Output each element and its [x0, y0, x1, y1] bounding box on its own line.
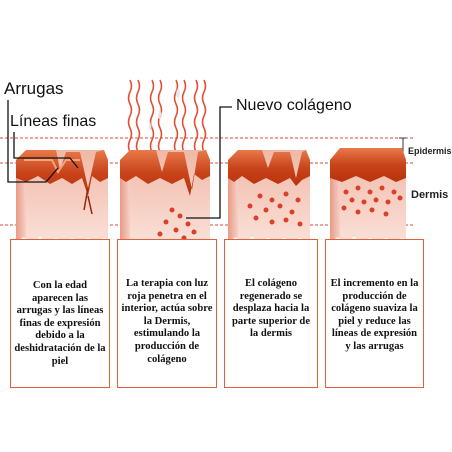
label-wrinkles: Arrugas [4, 79, 64, 98]
caption-step-4: El incremento en la producción de coláge… [325, 239, 424, 388]
label-fine-lines: Líneas finas [10, 113, 97, 130]
caption-step-1: Con la edad aparecen las arrugas y las l… [10, 239, 110, 388]
leader-lines [7, 100, 232, 219]
label-epidermis: Epidermis [408, 146, 452, 156]
skin-block-therapy [120, 79, 210, 248]
label-new-collagen: Nuevo colágeno [236, 97, 352, 114]
caption-step-3: El colágeno regenerado se desplaza hacia… [224, 239, 318, 388]
skin-block-smooth [330, 148, 406, 248]
caption-step-2: La terapia con luz roja penetra en el in… [117, 239, 217, 388]
skin-block-aged [16, 150, 108, 248]
label-dermis: Dermis [411, 189, 449, 201]
skin-block-regenerating [228, 150, 310, 248]
